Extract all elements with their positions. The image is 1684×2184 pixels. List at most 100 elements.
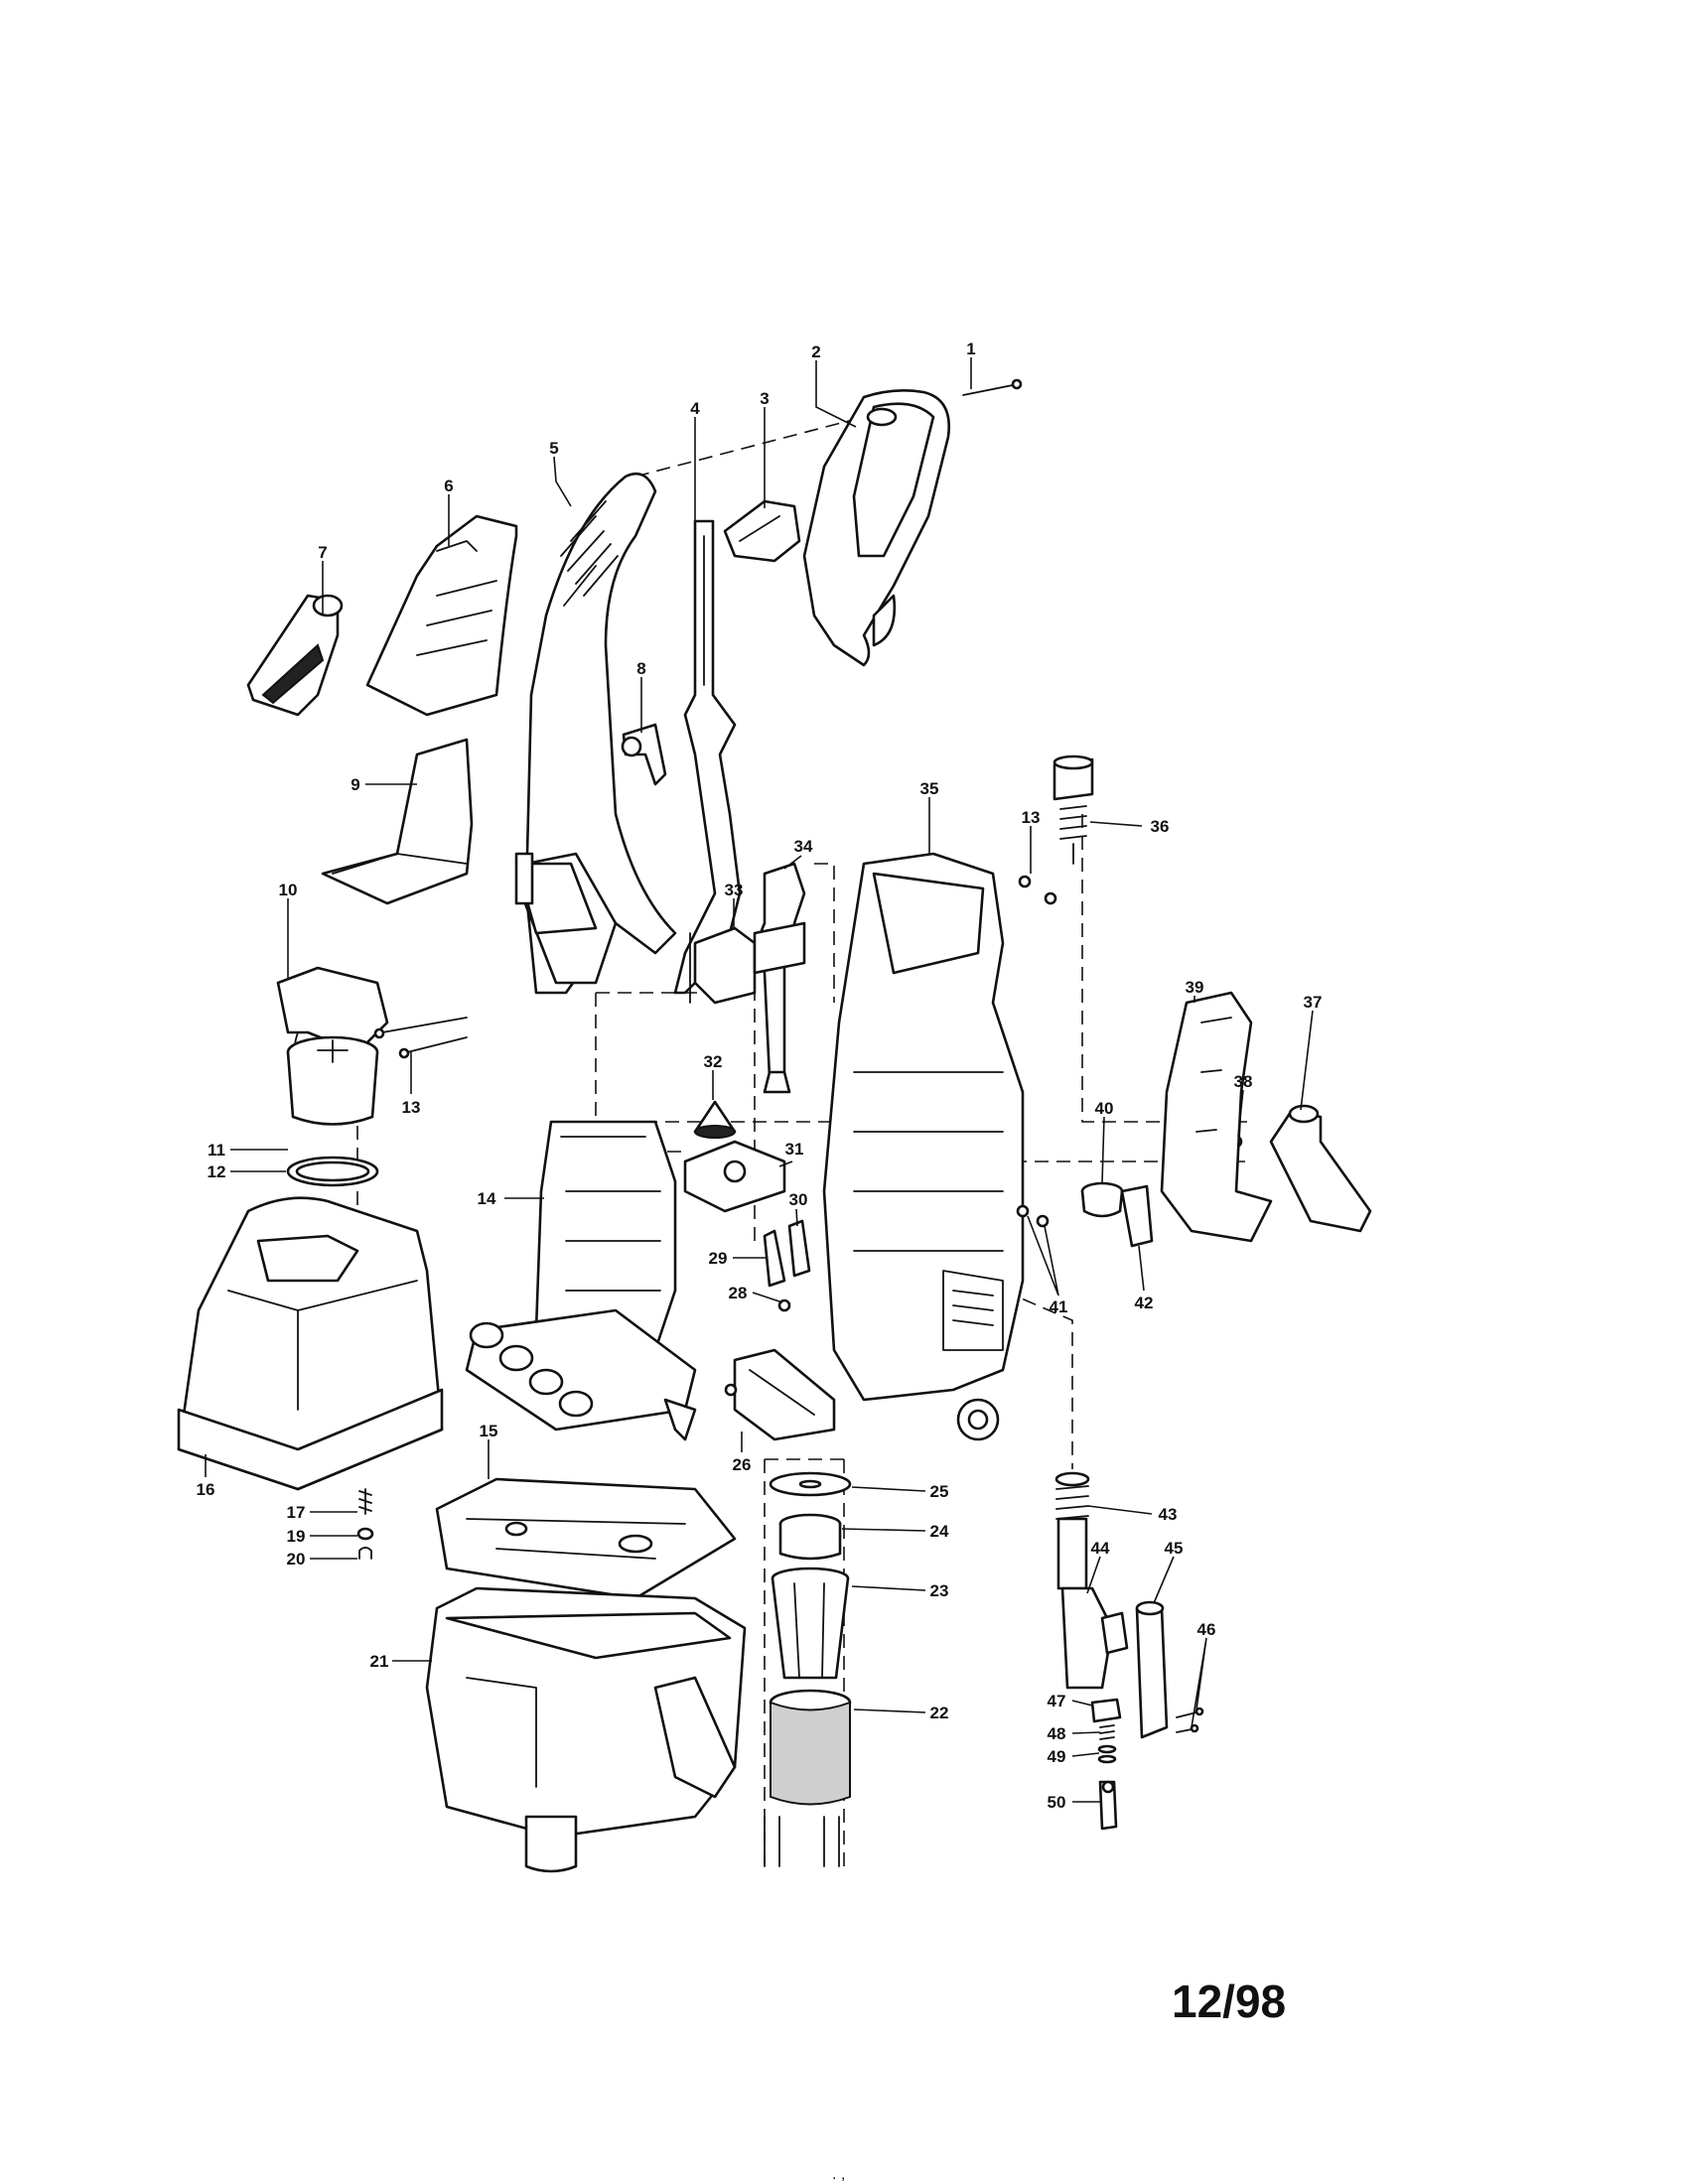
- callout-32: 32: [704, 1052, 723, 1071]
- callout-34: 34: [794, 837, 813, 856]
- part-31-valve-plate: [683, 1140, 786, 1213]
- callout-43: 43: [1159, 1505, 1178, 1524]
- callout-48: 48: [1048, 1724, 1066, 1743]
- callout-21: 21: [370, 1652, 389, 1671]
- callout-16: 16: [197, 1480, 215, 1499]
- leader-lines: [205, 357, 1314, 1803]
- callout-38: 38: [1234, 1072, 1253, 1091]
- callout-labels: 1 2 3 4 5 6 7 8 9 10 11 12 13 13 14 15 1…: [197, 340, 1323, 1812]
- callout-47: 47: [1048, 1692, 1066, 1710]
- callout-23: 23: [930, 1581, 949, 1600]
- part-16-hood: [177, 1196, 444, 1491]
- part-21-recovery-tank: [425, 1586, 747, 1873]
- part-43-hose-end: [1054, 1471, 1090, 1590]
- callout-1: 1: [966, 340, 975, 358]
- callout-44: 44: [1091, 1539, 1110, 1558]
- part-13-screws-left: [373, 1017, 468, 1059]
- part-40-grommet: [1080, 1181, 1124, 1218]
- part-3-switch-cover: [723, 499, 801, 563]
- part-7-upholstery-tool: [246, 594, 344, 717]
- part-4-rod: [673, 519, 742, 1004]
- callout-37: 37: [1304, 993, 1323, 1012]
- part-13-screw-right: [1018, 875, 1057, 905]
- part-42-latch: [1120, 1184, 1154, 1248]
- callout-35: 35: [920, 779, 939, 798]
- callout-36: 36: [1151, 817, 1170, 836]
- callout-14: 14: [478, 1189, 496, 1208]
- part-12-gasket: [286, 1156, 379, 1187]
- callout-7: 7: [318, 543, 327, 562]
- callout-28: 28: [729, 1284, 748, 1302]
- callout-2: 2: [811, 342, 820, 361]
- part-37-crevice-tool: [1269, 1104, 1372, 1233]
- callout-13-right: 13: [1022, 808, 1041, 827]
- part-50-valve-stem: [1098, 1780, 1118, 1831]
- callout-30: 30: [789, 1190, 808, 1209]
- footer-mark: . ,: [832, 2166, 845, 2183]
- callout-10: 10: [279, 881, 298, 899]
- callout-13-left: 13: [402, 1098, 421, 1117]
- date-code: 12/98: [1172, 1976, 1286, 2027]
- callout-50: 50: [1048, 1793, 1066, 1812]
- part-24-float: [778, 1513, 842, 1561]
- part-19-nut: [356, 1527, 374, 1541]
- part-15-tank-plate: [435, 1477, 737, 1600]
- callout-22: 22: [930, 1704, 949, 1722]
- callout-25: 25: [930, 1482, 949, 1501]
- callout-8: 8: [636, 659, 645, 678]
- part-39-rear-cover: [1160, 991, 1273, 1243]
- part-14-base-frame: [465, 1120, 697, 1441]
- callout-33: 33: [725, 881, 744, 899]
- part-45-trigger-cover: [1135, 1600, 1169, 1739]
- callout-42: 42: [1135, 1294, 1154, 1312]
- part-29-clip: [763, 1229, 786, 1288]
- part-23-float-cage: [771, 1567, 850, 1680]
- part-35-lower-housing: [822, 852, 1025, 1441]
- part-9-shroud: [321, 738, 474, 905]
- callout-19: 19: [287, 1527, 306, 1546]
- part-5-handle-body: [514, 472, 677, 995]
- part-26-bracket: [724, 1348, 836, 1441]
- callout-4: 4: [690, 399, 700, 418]
- callout-45: 45: [1165, 1539, 1184, 1558]
- part-32-valve: [693, 1100, 737, 1139]
- callout-20: 20: [287, 1550, 306, 1569]
- part-8-knob: [621, 723, 667, 786]
- part-2-handle: [802, 389, 951, 667]
- part-44-trigger-housing: [1060, 1586, 1129, 1690]
- part-47-valve-body: [1090, 1698, 1122, 1723]
- part-34-pump-tube: [753, 862, 806, 1094]
- part-6-tank-lid: [365, 514, 518, 717]
- callout-46: 46: [1197, 1620, 1216, 1639]
- part-48-spring: [1099, 1724, 1115, 1740]
- callout-17: 17: [287, 1503, 306, 1522]
- callout-40: 40: [1095, 1099, 1114, 1118]
- part-20-clip: [358, 1547, 372, 1560]
- part-22-foam-filter: [764, 1689, 852, 1867]
- callout-3: 3: [760, 389, 769, 408]
- callout-12: 12: [208, 1162, 226, 1181]
- callout-31: 31: [785, 1140, 804, 1159]
- part-30-clip: [787, 1219, 811, 1278]
- callout-6: 6: [444, 477, 453, 495]
- part-25-washer: [769, 1471, 852, 1497]
- part-36-spring-coupling: [1052, 754, 1094, 865]
- callout-15: 15: [480, 1422, 498, 1440]
- callout-9: 9: [351, 775, 359, 794]
- callout-39: 39: [1186, 978, 1204, 997]
- part-33-switch-bracket: [693, 926, 757, 1005]
- part-46-screws: [1176, 1706, 1204, 1733]
- part-41-screws: [1016, 1204, 1050, 1228]
- part-1-screw: [962, 378, 1023, 396]
- callout-49: 49: [1048, 1747, 1066, 1766]
- callout-5: 5: [549, 439, 558, 458]
- callout-24: 24: [930, 1522, 949, 1541]
- part-17-spring: [358, 1488, 372, 1515]
- callout-41: 41: [1050, 1297, 1068, 1316]
- callout-11: 11: [208, 1141, 225, 1160]
- part-11-filter-cup: [286, 1035, 379, 1126]
- callout-26: 26: [733, 1455, 752, 1474]
- part-49-o-rings: [1097, 1744, 1117, 1764]
- callout-29: 29: [709, 1249, 728, 1268]
